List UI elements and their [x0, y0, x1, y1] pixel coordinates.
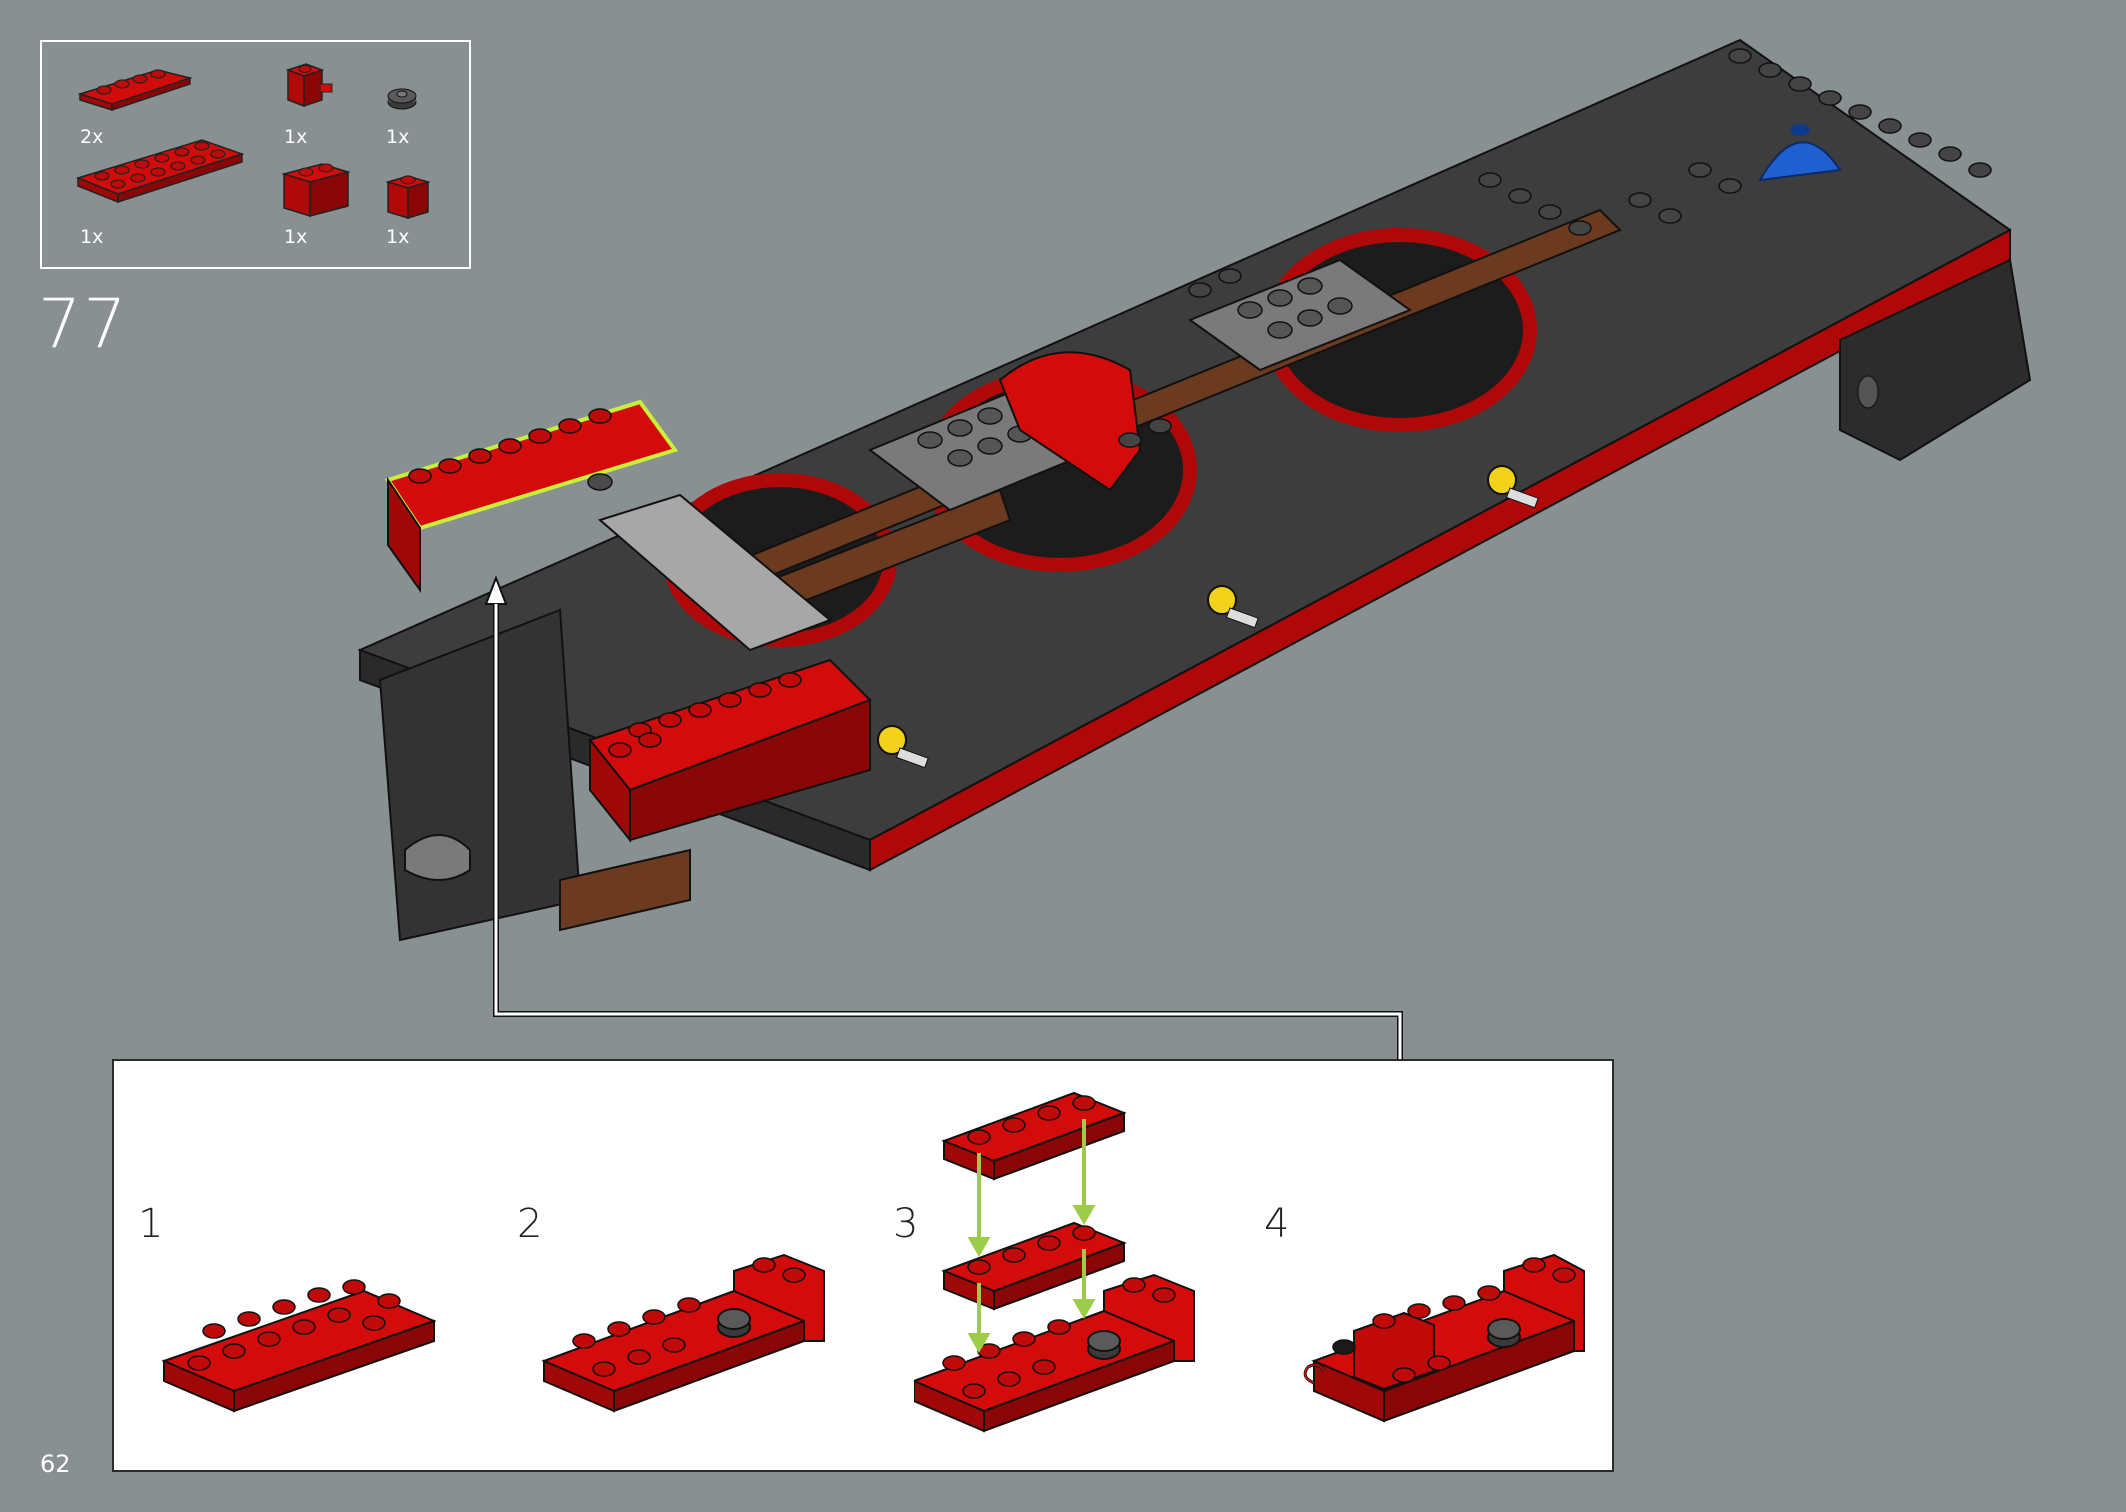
- rear-block: [1839, 258, 2032, 462]
- substep-number: 3: [893, 1201, 919, 1247]
- assembly-arrows: [967, 1119, 1096, 1354]
- gray-round-base: [404, 834, 471, 881]
- substep-2-illustration: [541, 1253, 825, 1413]
- red-plate-2x6-icon: [76, 139, 245, 204]
- gray-rail: [597, 493, 832, 652]
- part-qty: 1x: [284, 126, 308, 148]
- gray-round-tile-icon: [387, 88, 417, 110]
- red-brick-1x1-icon: [385, 175, 431, 220]
- part-qty: 1x: [80, 226, 104, 248]
- step-number: 77: [38, 285, 129, 364]
- parts-list-box: 2x 1x 1x 1x 1x: [40, 40, 471, 269]
- substep-3-illustration: [914, 1091, 1195, 1433]
- gray-plate-studs: [917, 277, 1353, 467]
- substep-4-illustration: [1303, 1253, 1585, 1423]
- blue-dome: [1758, 141, 1842, 182]
- part-qty: 1x: [284, 226, 308, 248]
- red-brick-clip-icon: [285, 63, 333, 108]
- red-brick-1x2-icon: [282, 163, 351, 218]
- part-qty: 1x: [386, 126, 410, 148]
- substep-callout-box: 1 2 3 4: [112, 1059, 1614, 1472]
- callout-line: [494, 604, 1402, 1060]
- part-qty: 1x: [386, 226, 410, 248]
- substep-number: 2: [517, 1201, 543, 1247]
- substep-1-illustration: [161, 1279, 437, 1413]
- substep-number: 4: [1264, 1201, 1290, 1247]
- yellow-axle-connectors: [877, 465, 1539, 769]
- page-number: 62: [40, 1450, 71, 1478]
- red-plate-1x4-icon: [78, 69, 193, 112]
- chassis-studs: [1118, 48, 1992, 448]
- substep-number: 1: [138, 1201, 164, 1247]
- part-qty: 2x: [80, 126, 104, 148]
